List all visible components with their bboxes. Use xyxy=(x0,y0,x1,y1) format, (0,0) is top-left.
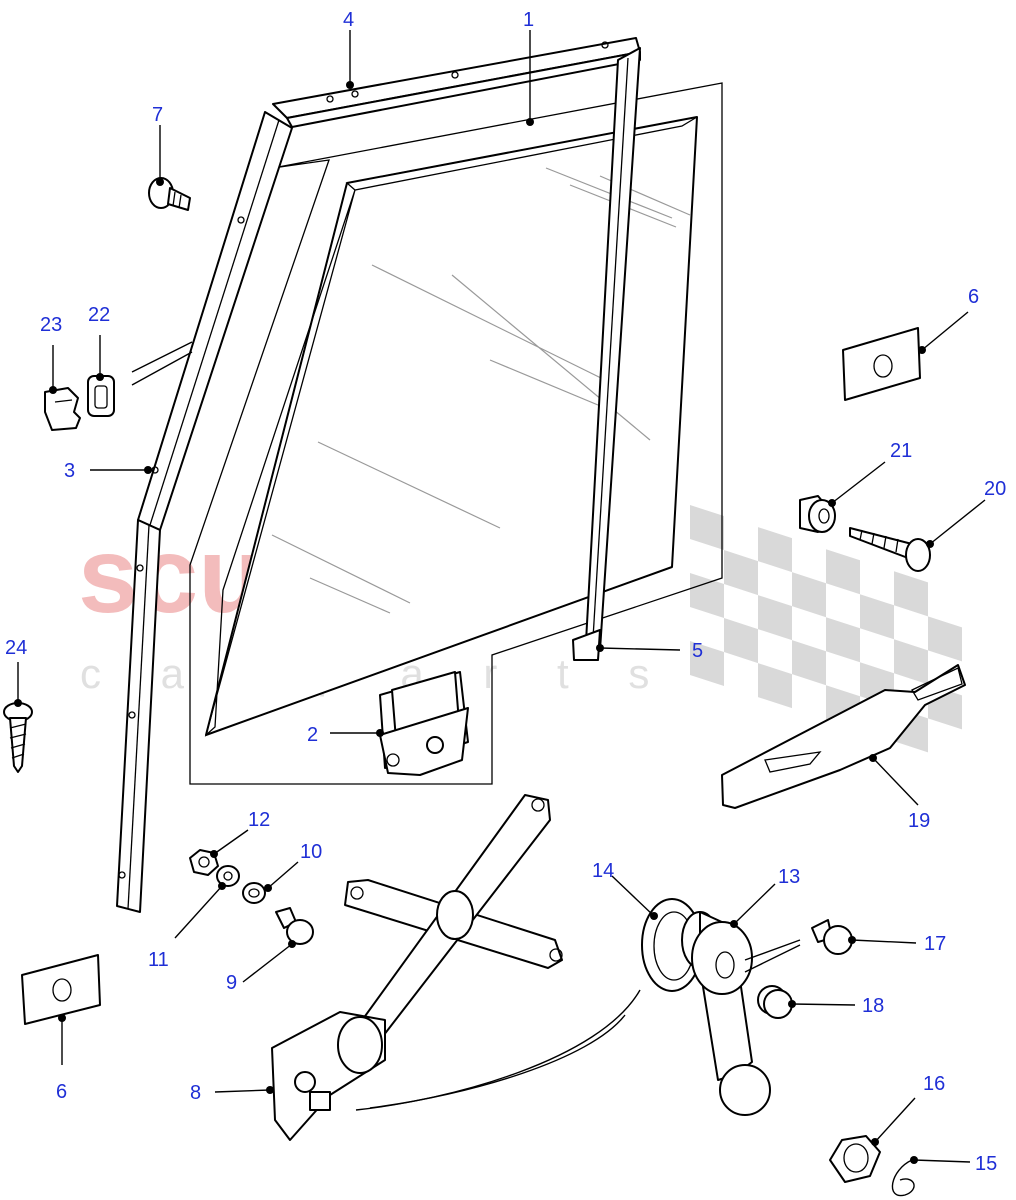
callout-23: 23 xyxy=(40,314,62,336)
callout-1: 1 xyxy=(523,9,534,31)
callout-21: 21 xyxy=(890,440,912,462)
washer-10 xyxy=(242,882,266,904)
callout-6-bottom: 6 xyxy=(56,1081,67,1103)
washer-11 xyxy=(216,865,240,887)
checker-flag-icon xyxy=(690,505,962,753)
bolt-9 xyxy=(275,907,314,945)
callout-6-top: 6 xyxy=(968,286,979,308)
callout-14: 14 xyxy=(592,860,614,882)
callout-13: 13 xyxy=(778,866,800,888)
callout-5: 5 xyxy=(692,640,703,662)
screw-7 xyxy=(148,177,191,211)
callout-12: 12 xyxy=(248,809,270,831)
front-channel xyxy=(116,111,293,913)
callout-4: 4 xyxy=(343,9,354,31)
cap-18 xyxy=(757,985,793,1019)
callout-11: 11 xyxy=(148,949,169,971)
callout-15: 15 xyxy=(975,1153,997,1175)
handle-19 xyxy=(721,664,966,809)
regulator-8 xyxy=(271,794,641,1141)
screw-17 xyxy=(811,919,853,955)
callout-19: 19 xyxy=(908,810,930,832)
clip-23 xyxy=(44,387,81,431)
screw-24 xyxy=(3,702,33,773)
callout-17: 17 xyxy=(924,933,946,955)
callout-18: 18 xyxy=(862,995,884,1017)
callout-10: 10 xyxy=(300,841,322,863)
winder-13 xyxy=(681,911,771,1116)
top-channel xyxy=(272,37,641,128)
callout-labels: 4 1 7 23 22 3 6 21 20 5 2 24 19 12 10 11… xyxy=(5,9,1006,1175)
callout-9: 9 xyxy=(226,972,237,994)
leader-lines xyxy=(14,30,986,1164)
callout-3: 3 xyxy=(64,460,75,482)
grommet-21 xyxy=(799,495,836,533)
callout-7: 7 xyxy=(152,104,163,126)
callout-24: 24 xyxy=(5,637,27,659)
clip-15 xyxy=(891,1159,915,1197)
clip-22 xyxy=(87,375,115,417)
pad-top-right xyxy=(842,327,921,401)
glass-clip xyxy=(379,671,469,776)
glass-assembly xyxy=(189,82,723,785)
nut-16 xyxy=(829,1135,881,1183)
callout-22: 22 xyxy=(88,304,110,326)
callout-8: 8 xyxy=(190,1082,201,1104)
screw-20 xyxy=(849,527,931,572)
callout-16: 16 xyxy=(923,1073,945,1095)
callout-20: 20 xyxy=(984,478,1006,500)
callout-2: 2 xyxy=(307,724,318,746)
pad-bottom-left xyxy=(21,954,101,1025)
